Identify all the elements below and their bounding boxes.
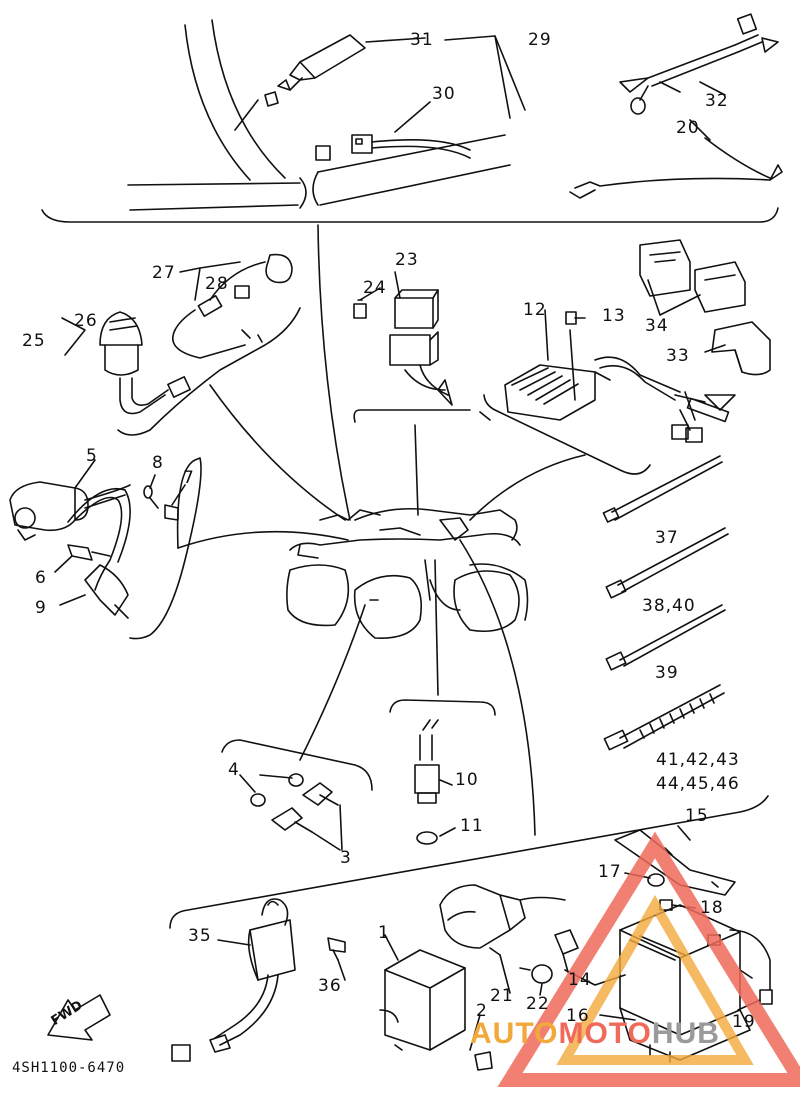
label-8: 8 xyxy=(152,453,164,473)
label-23: 23 xyxy=(395,250,419,270)
label-22: 22 xyxy=(526,994,550,1014)
label-15: 15 xyxy=(685,806,709,826)
label-32: 32 xyxy=(705,91,729,111)
label-11: 11 xyxy=(460,816,484,836)
label-38-40: 38,40 xyxy=(642,596,696,616)
label-3: 3 xyxy=(340,848,352,868)
label-14: 14 xyxy=(568,970,592,990)
cable-ties xyxy=(602,455,729,751)
part-code: 4SH1100-6470 xyxy=(12,1060,126,1076)
label-21: 21 xyxy=(490,986,514,1006)
label-35: 35 xyxy=(188,926,212,946)
label-4: 4 xyxy=(228,760,240,780)
label-1: 1 xyxy=(378,923,390,943)
watermark-logo xyxy=(497,831,800,1087)
lead-32 xyxy=(619,13,779,115)
label-19: 19 xyxy=(732,1012,756,1032)
label-18: 18 xyxy=(700,898,724,918)
label-29: 29 xyxy=(528,30,552,50)
atv-silhouette xyxy=(177,224,586,836)
label-28: 28 xyxy=(205,274,229,294)
ignition-coil-section xyxy=(9,457,202,640)
label-10: 10 xyxy=(455,770,479,790)
label-7: 7 xyxy=(183,468,195,488)
switch-25-section xyxy=(99,253,301,436)
label-24: 24 xyxy=(363,278,387,298)
watermark-part-2: MOTO xyxy=(558,1017,652,1050)
rectifier-12-section xyxy=(483,239,771,475)
label-44-46: 44,45,46 xyxy=(656,774,740,794)
label-12: 12 xyxy=(523,300,547,320)
watermark-text: AUTOMOTOHUB xyxy=(470,1017,720,1051)
label-41-43: 41,42,43 xyxy=(656,750,740,770)
label-37: 37 xyxy=(655,528,679,548)
label-26: 26 xyxy=(74,311,98,331)
watermark-part-1: AUTO xyxy=(470,1017,559,1050)
label-34: 34 xyxy=(645,316,669,336)
connector-30 xyxy=(315,101,471,161)
relay-23-section xyxy=(353,289,491,423)
main-harness-section xyxy=(41,13,783,223)
label-13: 13 xyxy=(602,306,626,326)
connector-31 xyxy=(234,34,366,131)
sensor-section xyxy=(221,699,496,845)
label-25: 25 xyxy=(22,331,46,351)
label-9: 9 xyxy=(35,598,47,618)
label-27: 27 xyxy=(152,263,176,283)
label-2: 2 xyxy=(476,1001,488,1021)
label-31: 31 xyxy=(410,30,434,50)
label-6: 6 xyxy=(35,568,47,588)
lead-20 xyxy=(569,137,783,199)
label-39: 39 xyxy=(655,663,679,683)
watermark-part-3: HUB xyxy=(651,1017,720,1050)
label-17: 17 xyxy=(598,862,622,882)
label-30: 30 xyxy=(432,84,456,104)
fwd-arrow-icon xyxy=(47,994,111,1041)
label-36: 36 xyxy=(318,976,342,996)
label-leaders xyxy=(54,81,761,1051)
label-33: 33 xyxy=(666,346,690,366)
label-20: 20 xyxy=(676,118,700,138)
label-5: 5 xyxy=(86,446,98,466)
label-16: 16 xyxy=(566,1006,590,1026)
